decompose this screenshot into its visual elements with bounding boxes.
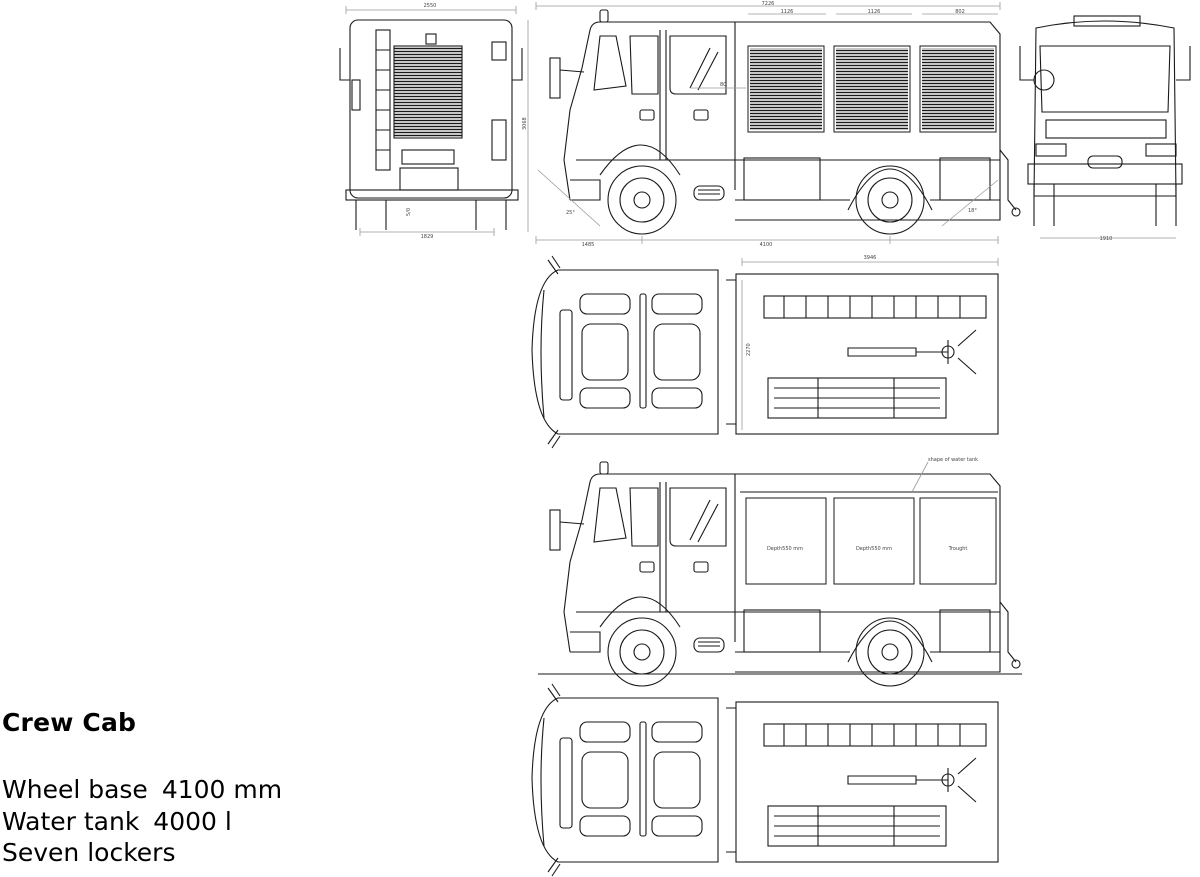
dimension-lines bbox=[345, 2, 1176, 430]
dim-wheelbase: 4100 bbox=[760, 242, 773, 248]
dim-locker-3: 802 bbox=[955, 9, 965, 15]
spec-value: 4100 mm bbox=[161, 775, 283, 804]
dim-locker-2: 1126 bbox=[868, 9, 881, 15]
spec-lockers: Seven lockers bbox=[2, 837, 282, 869]
side-view-open bbox=[549, 461, 1021, 687]
spec-label: Wheel base bbox=[2, 775, 148, 804]
spec-label: Water tank bbox=[2, 806, 140, 836]
dimension-values: 2550 1829 5/0 7226 1126 1126 802 3068 14… bbox=[406, 1, 1112, 356]
spec-water-tank: Water tank 4000 l bbox=[2, 806, 282, 838]
dim-locker-1: 1126 bbox=[781, 9, 794, 15]
label-locker-3: Trought bbox=[948, 546, 968, 552]
dim-rear-width: 2550 bbox=[424, 3, 437, 9]
dim-rear-step: 5/0 bbox=[406, 208, 412, 216]
dim-front-track: 1910 bbox=[1100, 236, 1113, 242]
dim-side-offset: 80 bbox=[720, 82, 726, 88]
rear-view bbox=[339, 19, 523, 230]
plan-view-lower bbox=[531, 683, 999, 877]
dim-body-length: 3946 bbox=[864, 255, 877, 261]
dim-overall-length: 7226 bbox=[762, 1, 775, 7]
label-locker-depth-2: Depth550 mm bbox=[856, 546, 892, 552]
dim-approach-angle: 25° bbox=[566, 210, 575, 216]
drawing-labels: shape of water tank Depth550 mm Depth550… bbox=[767, 457, 978, 552]
label-locker-depth-1: Depth550 mm bbox=[767, 546, 803, 552]
spec-value: 4000 l bbox=[153, 806, 232, 836]
side-view-closed bbox=[549, 9, 1021, 235]
dim-body-width: 2270 bbox=[746, 343, 752, 356]
front-view bbox=[1019, 15, 1191, 226]
spec-label: Seven lockers bbox=[2, 838, 176, 867]
label-shape-of-water-tank: shape of water tank bbox=[928, 457, 978, 463]
dim-departure-angle: 18° bbox=[968, 208, 977, 214]
dim-overall-height: 3068 bbox=[522, 117, 528, 130]
dim-front-overhang: 1485 bbox=[582, 242, 595, 248]
dim-rear-track: 1829 bbox=[421, 234, 434, 240]
spec-wheel-base: Wheel base 4100 mm bbox=[2, 774, 282, 806]
spec-list: Wheel base 4100 mm Water tank 4000 l Seven… bbox=[2, 774, 282, 869]
plan-view-upper bbox=[531, 255, 999, 449]
spec-title: Crew Cab bbox=[2, 708, 137, 737]
